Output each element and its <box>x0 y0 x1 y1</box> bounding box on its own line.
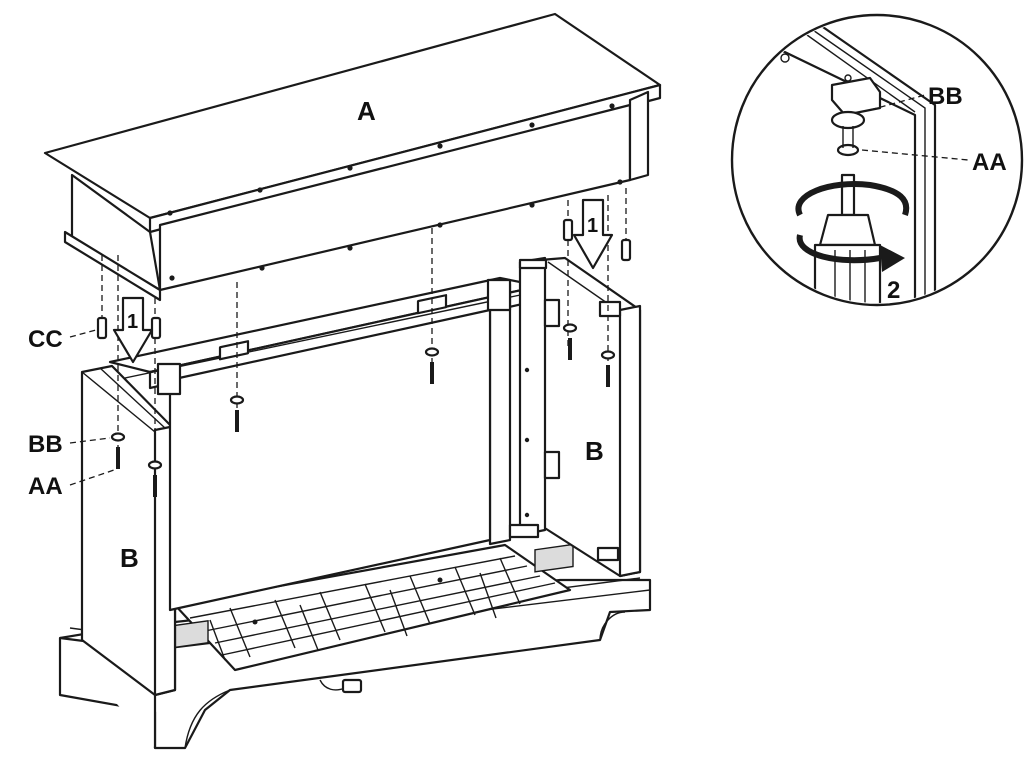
side-panel-right <box>518 256 642 578</box>
rear-post <box>168 282 512 612</box>
step-2-label: 2 <box>887 277 900 304</box>
label-cc: CC <box>28 326 63 353</box>
label-a: A <box>357 96 376 126</box>
side-panel-left <box>80 364 177 697</box>
brackets <box>156 258 622 562</box>
fasteners <box>96 218 632 497</box>
firebox-floor <box>169 543 574 672</box>
step-1-left-label: 1 <box>127 311 138 333</box>
step-1-right-label: 1 <box>587 215 598 237</box>
detail-inset: BB AA 2 <box>730 13 1024 307</box>
top-panel <box>43 12 662 302</box>
down-arrow-left: 1 <box>112 296 154 364</box>
power-cord <box>319 678 363 694</box>
label-bb: BB <box>28 431 63 458</box>
detail-label-bb: BB <box>928 83 963 110</box>
down-arrow-right: 1 <box>572 198 614 270</box>
label-b-right: B <box>585 436 604 466</box>
label-b-left: B <box>120 543 139 573</box>
detail-label-aa: AA <box>972 149 1007 176</box>
label-aa: AA <box>28 473 63 500</box>
